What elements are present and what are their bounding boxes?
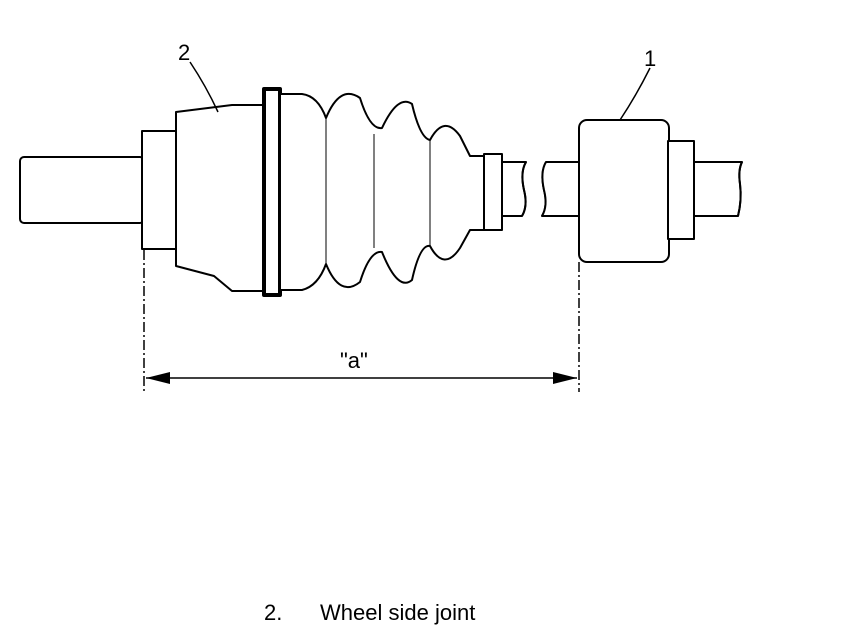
callout-label-1: 1 xyxy=(644,46,656,71)
boot-small-clamp xyxy=(483,153,503,231)
dimension-arrow-right xyxy=(553,372,577,384)
shaft-stub-right xyxy=(693,161,743,217)
figure-caption: 2. Wheel side joint xyxy=(264,600,475,626)
callout-leader-1 xyxy=(619,67,651,121)
shaft-stub-left xyxy=(19,156,145,224)
dimension-arrow-left xyxy=(146,372,170,384)
shaft-segment xyxy=(541,161,581,217)
shaft-break-mark xyxy=(737,161,743,217)
dimension-label-a: "a" xyxy=(340,348,368,373)
inboard-collar xyxy=(667,140,695,240)
inboard-joint-body xyxy=(578,119,670,263)
boot-bellows xyxy=(279,93,487,291)
caption-number: 2. xyxy=(264,600,283,625)
callout-label-2: 2 xyxy=(178,40,190,65)
shaft-break-mark xyxy=(521,161,527,217)
joint-housing xyxy=(175,104,265,292)
boot-flange xyxy=(262,87,282,297)
caption-text: Wheel side joint xyxy=(320,600,476,625)
joint-collar xyxy=(141,130,179,250)
callout-leader-2 xyxy=(189,61,219,113)
